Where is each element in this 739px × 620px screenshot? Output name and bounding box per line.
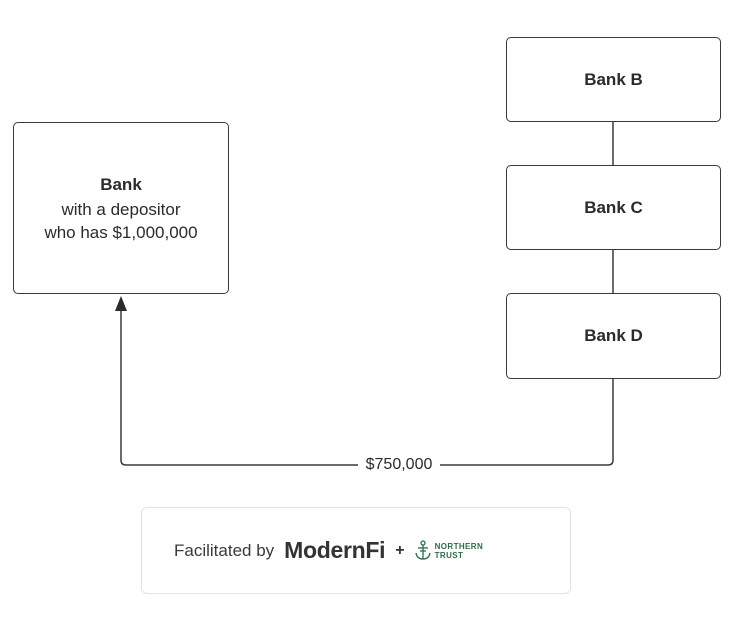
bank-d-title: Bank D xyxy=(584,326,643,345)
northern-trust-logo: NORTHERN TRUST xyxy=(414,539,484,562)
anchor-icon xyxy=(414,539,431,560)
arrowhead xyxy=(115,296,127,311)
northern-trust-line1: NORTHERN xyxy=(434,541,484,551)
bank-depositor-node: Bank with a depositor who has $1,000,000 xyxy=(13,122,229,294)
bank-a-line1: with a depositor xyxy=(61,199,181,219)
bank-a-line2: who has $1,000,000 xyxy=(44,222,198,242)
bank-c-node: Bank C xyxy=(506,165,721,250)
bank-b-title: Bank B xyxy=(584,69,643,89)
transfer-amount-label: $750,000 xyxy=(358,455,440,475)
bank-c-title: Bank C xyxy=(584,197,643,217)
northern-trust-line2: TRUST xyxy=(434,550,464,560)
facilitated-by-text: Facilitated by xyxy=(174,540,275,560)
bank-a-title: Bank xyxy=(100,174,142,194)
bank-d-node: Bank D xyxy=(506,293,721,379)
bank-b-node: Bank B xyxy=(506,37,721,122)
footer-attribution: Facilitated by ModernFi + NORTHERN TRUST xyxy=(141,507,571,594)
plus-sign: + xyxy=(395,541,405,559)
modernfi-logo: ModernFi xyxy=(284,537,386,563)
